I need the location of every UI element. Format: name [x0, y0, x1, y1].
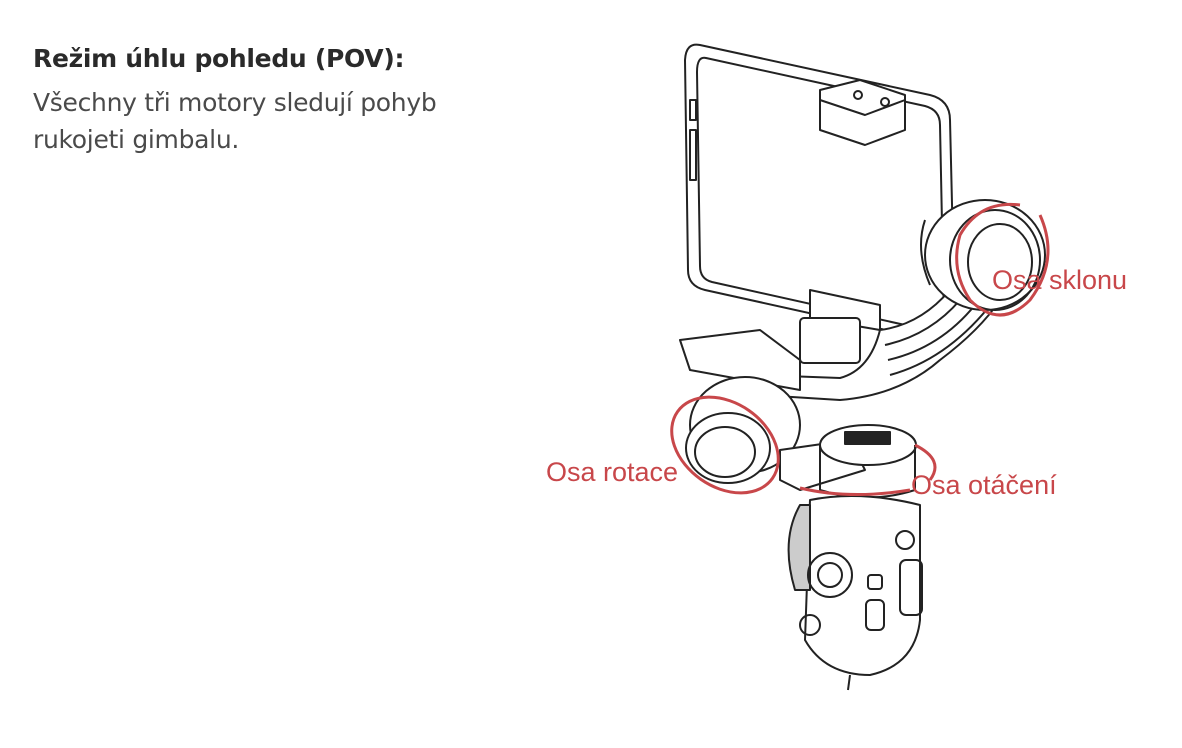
phone-drawing: [684, 43, 956, 364]
tilt-axis-circle: [955, 202, 1050, 317]
pan-axis-label: Osa otáčení: [911, 470, 1057, 500]
roll-axis-circle: [670, 395, 780, 495]
mode-heading: Režim úhlu pohledu (POV):: [33, 44, 405, 73]
tilt-axis-label: Osa sklonu: [992, 265, 1128, 295]
pan-axis-arc: [799, 443, 937, 497]
axis-highlights: [670, 202, 1050, 497]
gimbal-arm-drawing: [679, 199, 1046, 499]
roll-axis-label: Osa rotace: [546, 457, 679, 487]
handle-drawing: [787, 495, 923, 691]
mode-description: Všechny tři motory sledují pohyb rukojet…: [33, 88, 437, 154]
